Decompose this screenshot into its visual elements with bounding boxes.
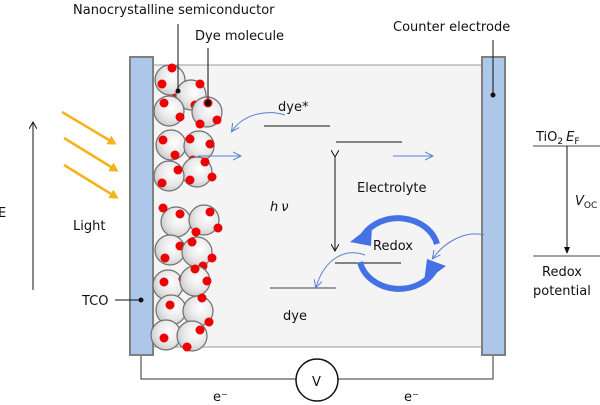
counter-electrode-label: Counter electrode bbox=[393, 20, 510, 35]
dye-dot bbox=[157, 79, 167, 89]
energy-axis-label: E bbox=[0, 206, 6, 221]
ef-subscript: F bbox=[574, 137, 579, 147]
voc-label: VOC bbox=[575, 194, 597, 211]
dye-dot bbox=[173, 165, 183, 175]
dye-dot bbox=[202, 276, 212, 286]
counter-electrode-leader-dot bbox=[490, 92, 496, 98]
light-ray bbox=[61, 110, 117, 145]
dye-dot bbox=[185, 175, 195, 185]
redox-arrowhead-lower bbox=[424, 259, 446, 282]
circuit-wire bbox=[140, 356, 296, 380]
dye-dot bbox=[159, 277, 169, 287]
voc-text: V bbox=[575, 194, 585, 209]
dye-dot bbox=[205, 139, 215, 149]
nanocrystalline-label: Nanocrystalline semiconductor bbox=[73, 3, 275, 18]
dye-dot bbox=[190, 264, 200, 274]
regeneration-arrow bbox=[316, 252, 366, 287]
dye-excited-label: dye* bbox=[278, 100, 309, 115]
voc-subscript: OC bbox=[584, 201, 597, 211]
tio2-nanoparticle bbox=[176, 320, 208, 352]
dye-dot bbox=[213, 223, 223, 233]
dye-dot bbox=[205, 207, 215, 217]
redox-label: Redox bbox=[373, 239, 413, 254]
dye-molecule-label: Dye molecule bbox=[195, 29, 284, 44]
h-symbol: h bbox=[270, 200, 278, 215]
light-ray bbox=[63, 163, 119, 199]
tio2-nanoparticle bbox=[153, 95, 185, 127]
counter-electrode bbox=[481, 56, 506, 356]
dye-dot bbox=[212, 115, 222, 125]
voltmeter bbox=[295, 358, 339, 402]
dye-dot bbox=[170, 150, 180, 160]
dye-dot bbox=[182, 342, 192, 352]
electron-label-left: e⁻ bbox=[213, 390, 228, 405]
dye-dot bbox=[195, 79, 205, 89]
dye-dot bbox=[165, 300, 175, 310]
tio2-text: TiO bbox=[535, 130, 557, 145]
redox-cycle bbox=[350, 215, 446, 292]
light-rays bbox=[61, 110, 119, 199]
light-label: Light bbox=[73, 219, 105, 234]
electrolyte-label: Electrolyte bbox=[357, 181, 426, 196]
redox-arrowhead-upper bbox=[350, 225, 372, 246]
dye-dot bbox=[167, 63, 177, 73]
nanocrystalline-leader-dot bbox=[175, 88, 181, 94]
dye-dot bbox=[200, 157, 210, 167]
dye-dot bbox=[204, 317, 214, 327]
dye-dot bbox=[195, 119, 205, 129]
dye-molecule-leader-dot bbox=[205, 100, 211, 106]
dye-dot bbox=[195, 325, 205, 335]
dye-dot bbox=[158, 203, 168, 213]
dye-dot bbox=[197, 293, 207, 303]
dye-dot bbox=[185, 134, 195, 144]
dye-dot bbox=[158, 135, 168, 145]
tco-label: TCO bbox=[81, 294, 109, 309]
ef-text: E bbox=[566, 130, 575, 145]
tco-electrode bbox=[129, 56, 154, 356]
dye-dot bbox=[175, 112, 185, 122]
counter-reduction-arrow bbox=[433, 233, 485, 258]
tio2-subscript: 2 bbox=[557, 137, 563, 147]
dye-dot bbox=[157, 178, 167, 188]
injection-arrow-curved bbox=[232, 112, 286, 131]
dye-dot bbox=[159, 333, 169, 343]
dye-ground-label: dye bbox=[283, 309, 307, 324]
tio2-nanoparticle bbox=[181, 236, 213, 268]
dye-dot bbox=[187, 237, 197, 247]
dye-dot bbox=[207, 172, 217, 182]
nu-symbol: ν bbox=[281, 200, 288, 215]
tio2-nanoparticle bbox=[153, 160, 185, 192]
dye-dot bbox=[160, 253, 170, 263]
redox-potential-label-1: Redox bbox=[542, 265, 582, 280]
redox-potential-label-2: potential bbox=[533, 284, 591, 299]
dye-dot bbox=[207, 253, 217, 263]
tco-leader-dot bbox=[138, 297, 144, 303]
dye-dot bbox=[175, 209, 185, 219]
electron-label-right: e⁻ bbox=[404, 390, 419, 405]
dye-dot bbox=[191, 227, 201, 237]
dye-dot bbox=[159, 98, 169, 108]
light-ray bbox=[63, 136, 119, 172]
circuit-wire bbox=[338, 356, 494, 380]
voltmeter-label: V bbox=[312, 375, 321, 390]
